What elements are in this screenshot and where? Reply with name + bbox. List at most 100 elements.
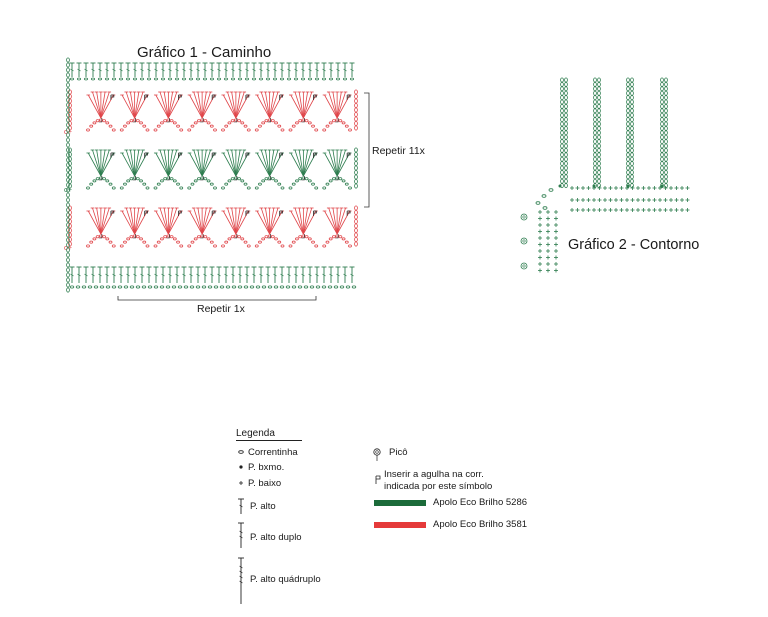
stitch-bar	[98, 273, 102, 277]
chain-stitch	[105, 285, 111, 289]
chain-stitch	[224, 124, 229, 128]
chain-stitch	[129, 285, 135, 289]
fan-stitch	[269, 94, 283, 119]
chain-stitch	[354, 151, 358, 157]
chain-stitch	[66, 107, 70, 113]
fan-stitch	[92, 207, 102, 235]
stitch-bar	[119, 273, 123, 277]
fan-stitch	[269, 91, 279, 119]
chain-stitch	[105, 237, 110, 241]
stitch-bar	[126, 68, 130, 72]
insert-marker	[178, 152, 182, 158]
stitch-bar	[203, 68, 207, 72]
chain-stitch	[209, 240, 214, 244]
chain-stitch	[597, 125, 601, 131]
chain-stitch	[564, 147, 568, 153]
picot	[520, 237, 528, 245]
chain-stitch	[195, 77, 200, 81]
fan-stitch	[134, 91, 140, 119]
stitch-bar	[91, 273, 95, 277]
fan-stitch	[231, 149, 237, 177]
chain-stitch	[630, 169, 634, 175]
chain-stitch	[664, 134, 668, 140]
chain-stitch	[267, 285, 273, 289]
fan-stitch	[155, 152, 169, 177]
chain-stitch	[564, 125, 568, 131]
chain-stitch	[270, 119, 275, 123]
chain-stitch	[626, 95, 630, 101]
chain-stitch	[564, 81, 568, 87]
chain-stitch	[298, 119, 303, 123]
chain-stitch	[66, 152, 70, 158]
chain-stitch	[66, 197, 70, 203]
chain-stitch	[286, 77, 291, 81]
insert-marker	[279, 152, 283, 158]
chain-stitch	[593, 121, 597, 127]
chain-stitch	[560, 103, 564, 109]
chain-stitch	[119, 186, 124, 190]
chain-stitch	[66, 182, 70, 188]
chain-stitch	[171, 285, 177, 289]
fan-stitch	[336, 210, 351, 235]
fan-stitch	[197, 91, 203, 119]
chain-stitch	[66, 207, 70, 213]
chain-stitch	[264, 235, 269, 239]
chain-stitch	[68, 241, 72, 247]
chain-stitch	[66, 67, 70, 73]
fan-stitch	[134, 149, 140, 177]
chain-stitch	[560, 165, 564, 171]
chain-stitch	[135, 235, 140, 239]
chain-stitch	[188, 77, 193, 81]
chain-stitch	[270, 177, 275, 181]
chain-stitch	[564, 95, 568, 101]
chain-stitch	[593, 112, 597, 118]
fan-stitch	[197, 149, 203, 177]
chain-stitch	[159, 285, 165, 289]
chain-stitch	[213, 128, 217, 132]
fan-stitch	[222, 210, 237, 235]
chain-stitch	[197, 235, 201, 239]
chain-stitch	[249, 285, 255, 289]
fan-stitch	[92, 91, 102, 119]
chain-stitch	[246, 186, 251, 190]
chain-stitch	[77, 77, 82, 81]
chain-stitch	[66, 112, 70, 118]
fan-stitch	[303, 152, 317, 177]
chain-stitch	[261, 179, 266, 183]
chain-stitch	[314, 77, 319, 81]
chain-stitch	[354, 103, 358, 109]
chain-stitch	[66, 132, 70, 138]
fan-stitch	[201, 149, 207, 177]
stitch-bar	[322, 68, 326, 72]
chain-stitch	[209, 182, 214, 186]
fan-stitch	[134, 207, 140, 235]
chain-stitch	[630, 112, 634, 118]
insert-marker	[313, 210, 317, 216]
fan-stitch	[336, 149, 342, 177]
chain-stitch	[66, 267, 70, 273]
chain-stitch	[307, 77, 312, 81]
stitch-bar	[252, 273, 256, 277]
fan-stitch	[167, 91, 178, 119]
chain-stitch	[291, 240, 296, 244]
chain-stitch	[560, 152, 564, 158]
chain-stitch	[126, 179, 131, 183]
chain-stitch	[322, 244, 327, 248]
fan-stitch	[290, 210, 304, 235]
chain-stitch	[129, 235, 134, 239]
chain-stitch	[307, 121, 312, 125]
chain-stitch	[664, 125, 668, 131]
chain-stitch	[254, 128, 259, 132]
chain-stitch	[354, 89, 358, 95]
chain-stitch	[593, 174, 597, 180]
chain-stitch	[243, 240, 248, 244]
chain-stitch	[84, 77, 89, 81]
stitch-bar	[140, 273, 144, 277]
chain-stitch	[564, 169, 568, 175]
fan-stitch	[332, 149, 338, 177]
insert-marker	[301, 176, 305, 181]
chain-stitch	[354, 178, 358, 184]
fan-stitch	[269, 149, 279, 177]
chain-stitch	[288, 128, 293, 132]
chain-stitch	[66, 167, 70, 173]
